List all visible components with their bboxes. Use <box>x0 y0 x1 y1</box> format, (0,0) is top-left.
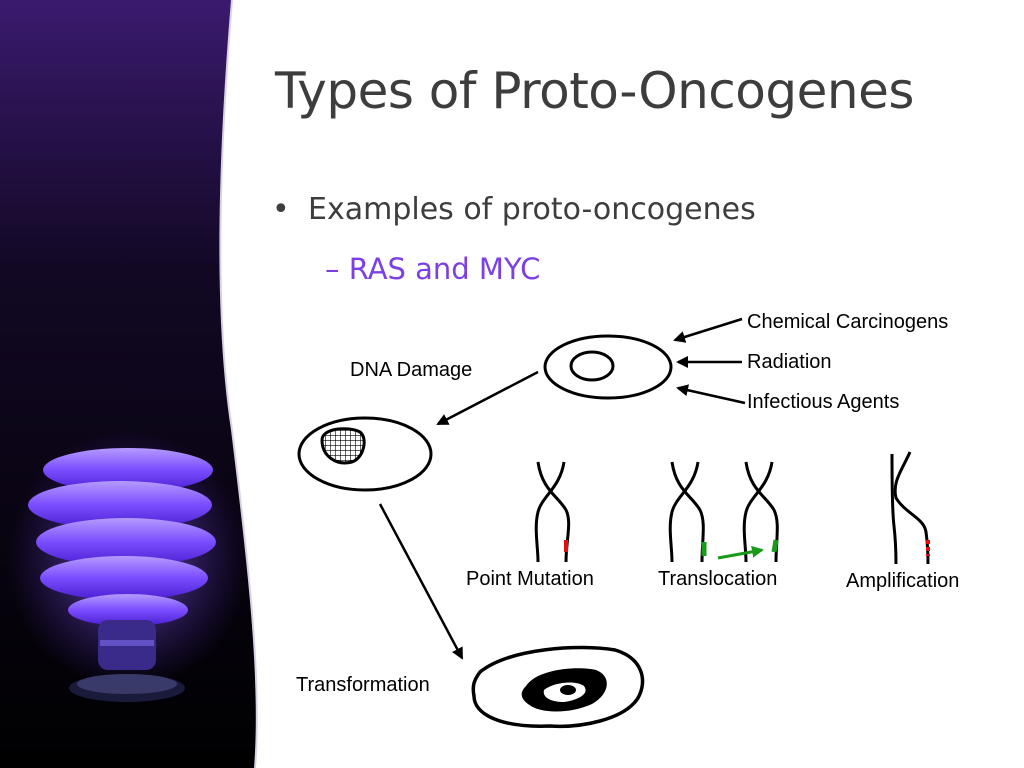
normal-cell <box>543 334 673 400</box>
label-chemical-carcinogens: Chemical Carcinogens <box>747 311 948 333</box>
bullet-text: Examples of proto-oncogenes <box>308 192 756 227</box>
damage-arrow <box>436 370 539 426</box>
label-amplification: Amplification <box>846 570 959 592</box>
bullet-item: • Examples of proto-oncogenes <box>272 192 756 227</box>
oncogene-activation-diagram: Chemical Carcinogens Radiation Infectiou… <box>296 311 959 729</box>
infectious-arrow <box>676 384 746 405</box>
sub-bullet-item: – RAS and MYC <box>325 252 540 286</box>
bullet-dot-icon: • <box>272 192 290 227</box>
chemical-arrow <box>673 317 743 343</box>
label-point-mutation: Point Mutation <box>466 568 594 590</box>
sub-bullet-text: RAS and MYC <box>348 252 541 286</box>
label-dna-damage: DNA Damage <box>350 359 472 381</box>
translocation-chromosomes <box>668 461 779 563</box>
label-translocation: Translocation <box>658 568 777 590</box>
label-infectious-agents: Infectious Agents <box>747 391 899 413</box>
decorative-left-panel <box>0 0 258 768</box>
label-transformation: Transformation <box>296 674 430 696</box>
slide-title: Types of Proto-Oncogenes <box>275 62 914 120</box>
transformed-cell <box>471 645 645 729</box>
label-radiation: Radiation <box>747 351 832 373</box>
amplification-chromosome <box>890 451 930 565</box>
sub-bullet-dash: – <box>325 252 349 286</box>
damaged-cell <box>297 416 433 492</box>
transformation-arrow <box>378 503 464 660</box>
light-bulb-icon <box>8 430 248 702</box>
point-mutation-chromosome <box>534 461 571 563</box>
